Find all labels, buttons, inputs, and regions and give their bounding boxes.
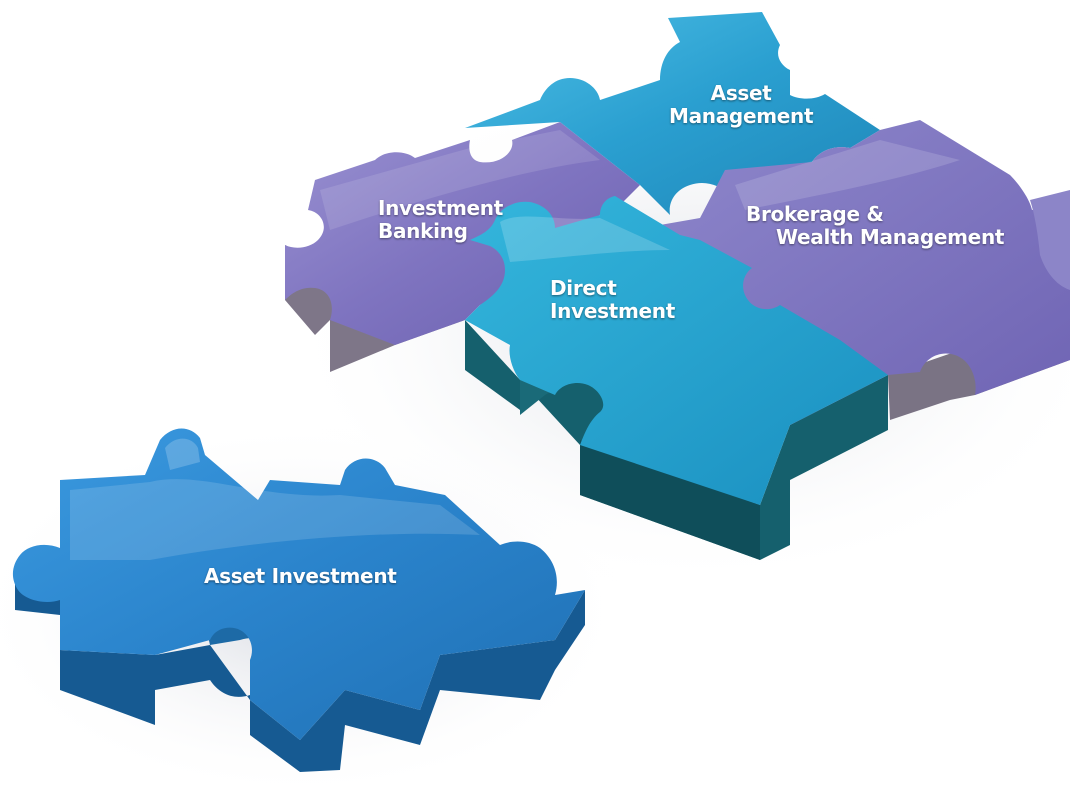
label-asset-management: Asset Management xyxy=(669,81,814,128)
label-direct-investment: Direct Investment xyxy=(550,277,675,323)
label-line: Asset xyxy=(710,81,772,105)
highlight-direct xyxy=(500,216,670,262)
highlight-brokerage xyxy=(735,140,960,210)
piece-asset-management xyxy=(465,12,880,215)
highlight-asset-investment-2 xyxy=(165,438,200,470)
label-line: Management xyxy=(669,104,814,128)
piece-asset-investment xyxy=(12,428,585,740)
right-edge-piece xyxy=(1030,190,1070,290)
label-line: Wealth Management xyxy=(776,225,1005,249)
highlight-banking xyxy=(320,130,600,230)
piece-direct-investment xyxy=(465,196,888,505)
label-line: Brokerage & xyxy=(746,202,884,226)
label-line: Asset Investment xyxy=(204,564,397,588)
highlight-asset-investment xyxy=(70,479,480,560)
label-line: Banking xyxy=(378,219,468,243)
label-line: Investment xyxy=(550,299,675,323)
label-line: Investment xyxy=(378,196,503,220)
label-line: Direct xyxy=(550,276,617,300)
label-asset-investment: Asset Investment xyxy=(204,565,397,588)
label-investment-banking: Investment Banking xyxy=(378,197,503,243)
direct-investment-front-wall-2 xyxy=(580,440,760,560)
asset-investment-side-wall xyxy=(15,575,585,772)
label-brokerage-wealth: Brokerage & Wealth Management xyxy=(746,203,1004,249)
